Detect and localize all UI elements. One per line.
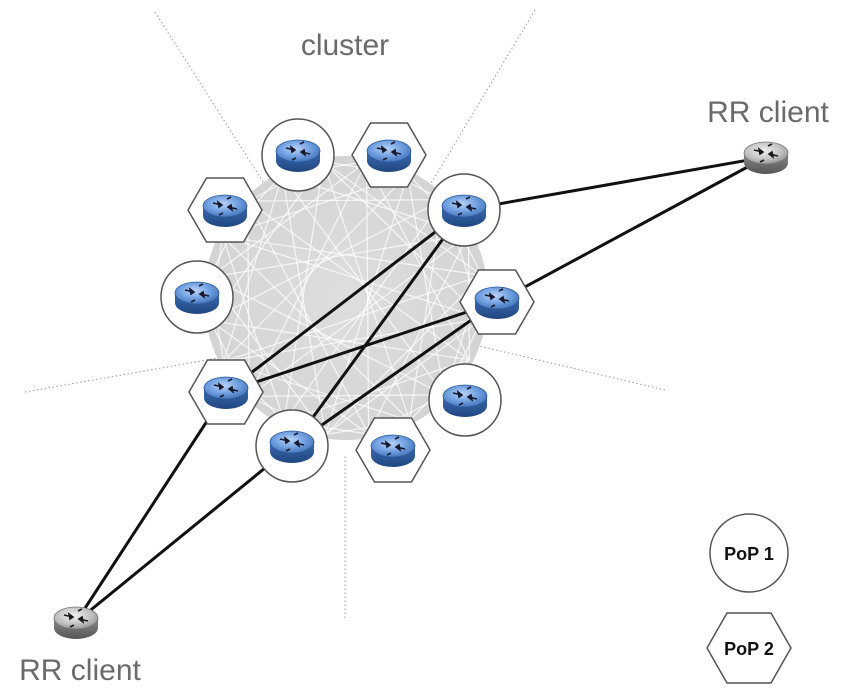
cluster-router-7[interactable] (188, 359, 264, 425)
mesh-line (222, 235, 483, 276)
circle-marker-icon (709, 513, 789, 593)
rr-client-left-node[interactable] (53, 606, 99, 640)
router-icon (743, 141, 789, 175)
mesh-line (222, 235, 483, 320)
mesh-line (247, 199, 443, 202)
legend-pop1-label: PoP 1 (724, 544, 774, 564)
cluster-boundary-rays (24, 9, 666, 618)
mesh-line (284, 359, 470, 422)
router-icon (174, 281, 220, 315)
rr-client-right-label: RR client (707, 96, 829, 129)
mesh-line (325, 318, 483, 435)
cluster-router-2[interactable] (351, 122, 427, 188)
legend-pop1: PoP 1 (709, 513, 789, 593)
mesh-line (408, 199, 444, 421)
router-icon (275, 139, 321, 173)
cluster-router-9[interactable] (255, 409, 329, 483)
mesh-line (323, 161, 483, 276)
router-icon (202, 194, 248, 228)
cluster-routers (160, 118, 535, 483)
mesh-line (209, 161, 367, 278)
cluster-router-10[interactable] (355, 417, 431, 483)
mesh-line (209, 233, 469, 278)
session-link (74, 390, 228, 624)
mesh-line (248, 234, 469, 397)
cluster-full-mesh (204, 156, 488, 440)
cluster-router-4[interactable] (427, 173, 501, 247)
client-sessions (74, 155, 768, 624)
mesh-line (222, 175, 284, 362)
legend-pop2-label: PoP 2 (724, 639, 774, 659)
router-icon (203, 376, 249, 410)
session-link (224, 208, 466, 394)
router-icon (366, 139, 412, 173)
session-link (495, 155, 768, 304)
rr-client-right-node[interactable] (743, 141, 789, 175)
legend-pop2: PoP 2 (706, 612, 792, 684)
mesh-line (407, 174, 445, 395)
cluster-router-8[interactable] (428, 363, 502, 437)
mesh-line (324, 174, 409, 435)
mesh-line (223, 274, 483, 363)
session-link (224, 300, 499, 394)
mesh-line (368, 234, 470, 435)
mesh-line (247, 200, 470, 361)
router-icon (442, 384, 488, 418)
mesh-line (283, 199, 444, 422)
mesh-line (222, 236, 285, 422)
router-icon (269, 430, 315, 464)
session-link (290, 208, 466, 448)
legend: PoP 1 PoP 2 (706, 513, 792, 684)
mesh-line (322, 161, 411, 421)
router-icon (474, 286, 520, 320)
session-link (290, 300, 499, 448)
router-icon (53, 606, 99, 640)
rr-client-left-label: RR client (19, 654, 141, 687)
mesh-line (249, 394, 445, 397)
mesh-line (366, 161, 470, 361)
mesh-line (209, 320, 369, 435)
mesh-line (322, 161, 483, 320)
hexagon-marker-icon (706, 612, 792, 684)
router-icon (441, 194, 487, 228)
cluster-router-6[interactable] (459, 269, 535, 335)
cluster-router-3[interactable] (187, 177, 263, 243)
session-link (462, 155, 768, 212)
router-icon (370, 434, 416, 468)
cluster-label: cluster (301, 29, 389, 62)
mesh-line (366, 161, 370, 435)
mesh-line (324, 274, 483, 435)
cluster-router-1[interactable] (261, 118, 335, 192)
session-link (74, 444, 294, 624)
cluster-router-5[interactable] (160, 260, 234, 334)
